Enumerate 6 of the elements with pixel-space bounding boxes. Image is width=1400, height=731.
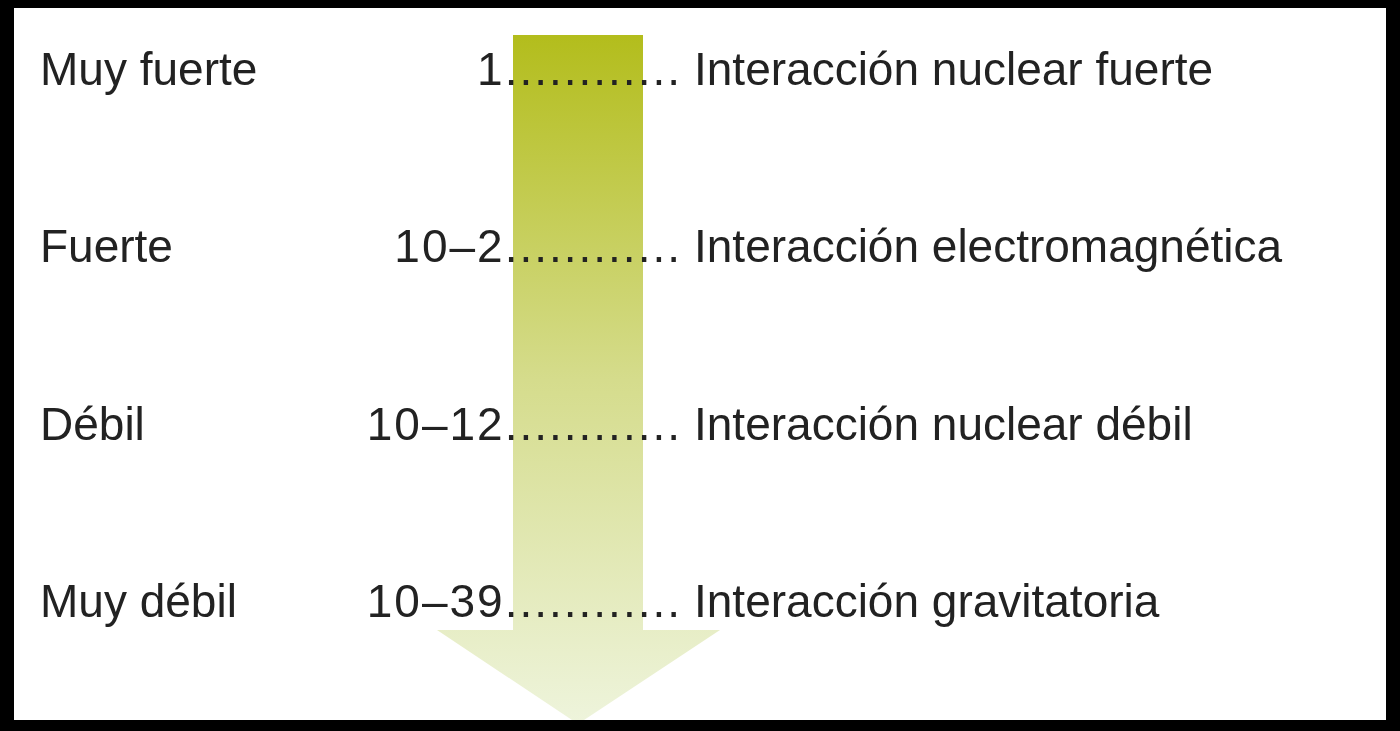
strength-label: Fuerte bbox=[40, 223, 173, 269]
strength-label: Débil bbox=[40, 401, 145, 447]
interaction-name: Interacción nuclear fuerte bbox=[694, 46, 1214, 92]
magnitude-value: 10–12............ bbox=[366, 401, 682, 447]
interaction-name: Interacción nuclear débil bbox=[694, 401, 1193, 447]
magnitude-value: 10–39............ bbox=[366, 578, 682, 624]
